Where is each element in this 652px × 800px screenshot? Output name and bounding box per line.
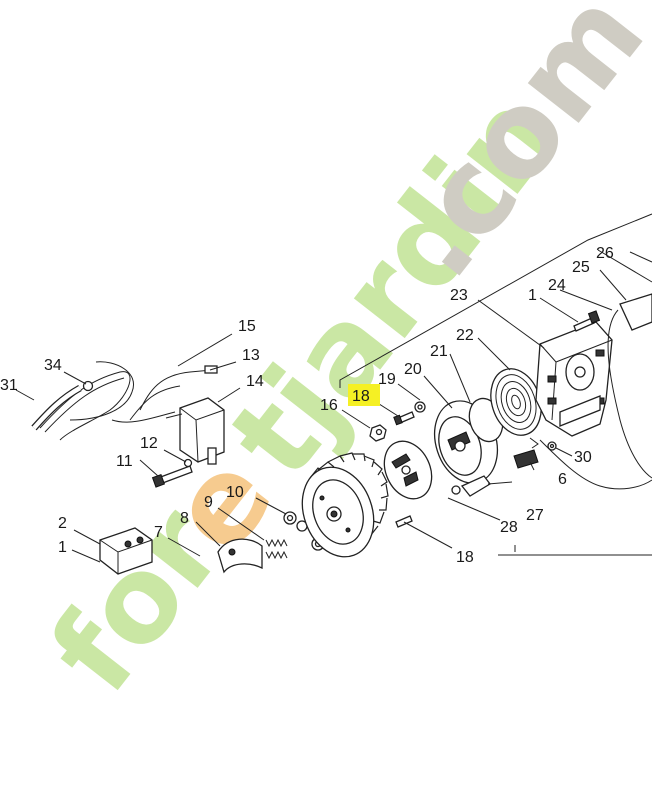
washer-10 xyxy=(283,511,297,525)
highlight-marker xyxy=(348,384,380,406)
part-label-8: 8 xyxy=(180,510,189,527)
part-label-26: 26 xyxy=(596,245,614,262)
nut-16 xyxy=(369,424,387,442)
part-label-1-left: 1 xyxy=(58,539,67,556)
part-label-18-highlighted: 18 xyxy=(352,388,370,405)
part-label-6: 6 xyxy=(558,471,567,488)
part-label-15: 15 xyxy=(238,318,256,335)
part-label-12: 12 xyxy=(140,435,158,452)
part-label-27: 27 xyxy=(526,507,544,524)
assembly-frame-lines xyxy=(339,213,652,556)
clutch-shoe-8 xyxy=(217,538,263,574)
part-label-16: 16 xyxy=(320,397,338,414)
part-label-13: 13 xyxy=(242,347,260,364)
screw-11 xyxy=(151,465,193,488)
pulley-plate xyxy=(383,440,433,500)
part-label-21: 21 xyxy=(430,343,448,360)
washer-12 xyxy=(183,458,193,468)
part-label-2: 2 xyxy=(58,515,67,532)
spring-9 xyxy=(265,538,288,560)
screw-1-top xyxy=(573,310,601,332)
screw-18-lower xyxy=(395,515,413,528)
recoil-spring xyxy=(490,368,542,449)
pawl-27 xyxy=(451,475,491,497)
part-label-11: 11 xyxy=(116,453,133,470)
rope-guide-6 xyxy=(513,449,539,469)
part-label-20: 20 xyxy=(404,361,422,378)
part-label-28: 28 xyxy=(500,519,518,536)
part-label-18-lower: 18 xyxy=(456,549,474,566)
part-labels: 31 34 15 13 14 12 11 2 1 7 8 9 10 16 18 … xyxy=(0,245,614,566)
part-label-30: 30 xyxy=(574,449,592,466)
part-label-19: 19 xyxy=(378,371,396,388)
part-label-24: 24 xyxy=(548,277,566,294)
part-label-23: 23 xyxy=(450,287,468,304)
part-label-14: 14 xyxy=(246,373,264,390)
rope xyxy=(539,439,652,490)
screw-19 xyxy=(393,411,415,426)
part-label-10: 10 xyxy=(226,484,244,501)
part-label-9: 9 xyxy=(204,494,213,511)
washer-19 xyxy=(414,401,426,413)
ignition-coil xyxy=(165,397,225,465)
part-label-31: 31 xyxy=(0,377,18,394)
part-label-1-top: 1 xyxy=(528,287,537,304)
starter-handle xyxy=(607,293,652,479)
part-label-7: 7 xyxy=(154,524,163,541)
hose-31 xyxy=(31,384,82,431)
flywheel xyxy=(301,452,389,558)
nut-30 xyxy=(547,441,557,451)
module-2 xyxy=(99,527,153,575)
part-label-25: 25 xyxy=(572,259,590,276)
part-label-34: 34 xyxy=(44,357,62,374)
starter-housing xyxy=(535,321,613,437)
leader-lines xyxy=(15,251,652,563)
part-label-22: 22 xyxy=(456,327,474,344)
